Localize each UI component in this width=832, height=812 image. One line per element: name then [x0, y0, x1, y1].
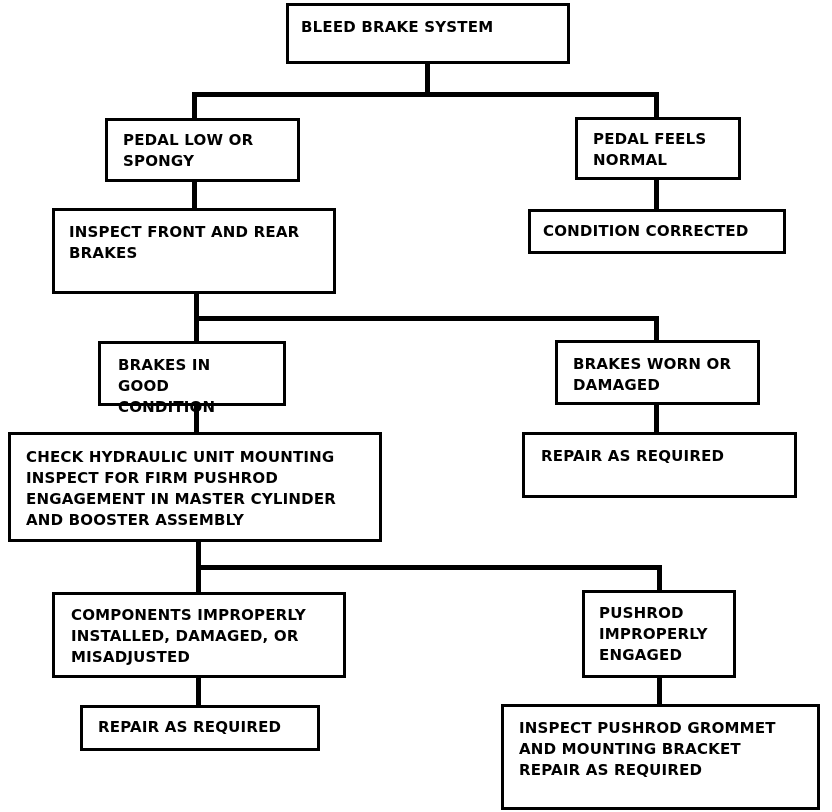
connector-n8-branch [196, 565, 662, 570]
node-check-hydraulic-unit: CHECK HYDRAULIC UNIT MOUNTING INSPECT FO… [8, 432, 382, 542]
connector-to-n11 [657, 565, 662, 593]
node-pedal-low-or-spongy: PEDAL LOW OR SPONGY [105, 118, 300, 182]
connector-n2-n4 [192, 180, 197, 210]
node-repair-as-required-brakes: REPAIR AS REQUIRED [522, 432, 797, 498]
node-condition-corrected: CONDITION CORRECTED [528, 209, 786, 254]
connector-n7-n9 [654, 403, 659, 435]
node-repair-as-required-components: REPAIR AS REQUIRED [80, 705, 320, 751]
connector-n3-n5 [654, 178, 659, 211]
node-inspect-front-rear-brakes: INSPECT FRONT AND REAR BRAKES [52, 208, 336, 294]
connector-to-n3 [654, 92, 659, 120]
connector-n4-stem [194, 292, 199, 321]
node-bleed-brake-system: BLEED BRAKE SYSTEM [286, 3, 570, 64]
connector-to-n7 [654, 316, 659, 343]
connector-to-n2 [192, 92, 197, 121]
connector-n1-stem [425, 62, 430, 96]
node-pedal-feels-normal: PEDAL FEELS NORMAL [575, 117, 741, 180]
connector-to-n6 [194, 316, 199, 344]
connector-n8-stem [196, 540, 201, 570]
connector-n11-n13 [657, 676, 662, 707]
connector-n4-branch [194, 316, 659, 321]
node-inspect-pushrod-grommet: INSPECT PUSHROD GROMMET AND MOUNTING BRA… [501, 704, 820, 810]
connector-to-n10 [196, 565, 201, 595]
node-brakes-worn-or-damaged: BRAKES WORN OR DAMAGED [555, 340, 760, 405]
connector-n6-n8 [194, 404, 199, 435]
connector-n10-n12 [196, 676, 201, 708]
connector-n1-branch [192, 92, 659, 97]
node-components-improperly-installed: COMPONENTS IMPROPERLY INSTALLED, DAMAGED… [52, 592, 346, 678]
node-brakes-in-good-condition: BRAKES IN GOOD CONDITION [98, 341, 286, 416]
node-pushrod-improperly-engaged: PUSHROD IMPROPERLY ENGAGED [582, 590, 736, 678]
